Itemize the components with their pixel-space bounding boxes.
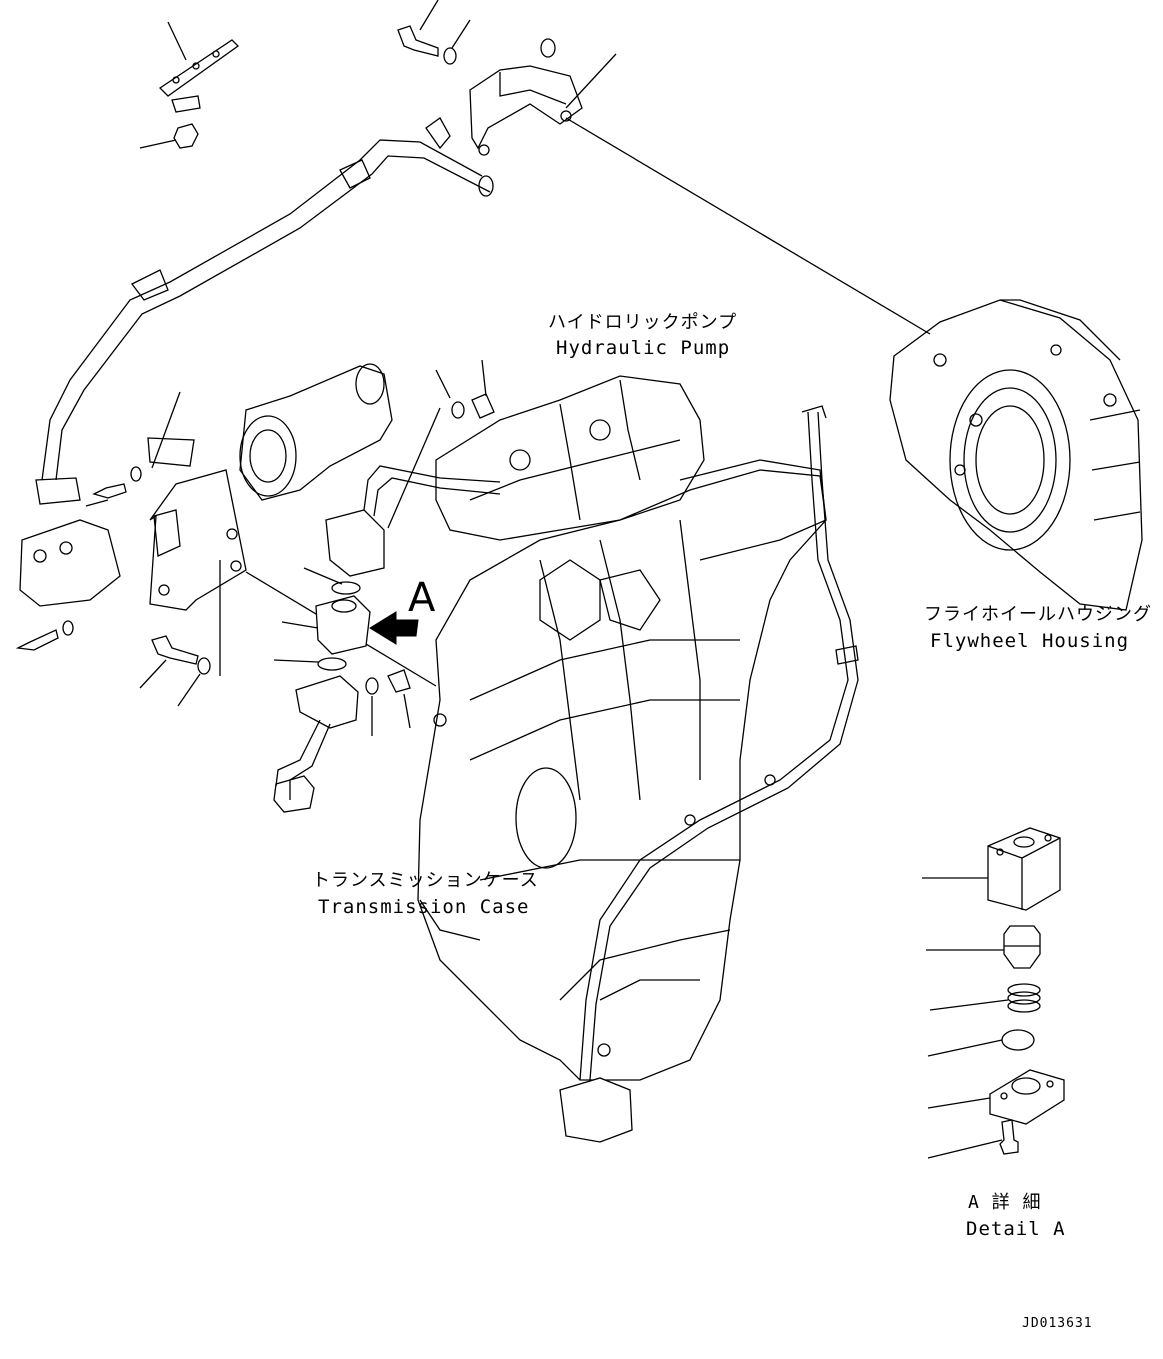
detail-a-spring [929,983,1041,1013]
detail-a-bolt [927,1119,1019,1159]
detail-a-label-ja: A 詳 細 [968,1192,1042,1213]
tee-fitting-bracket [139,21,240,149]
hydraulic-pump-body [435,375,705,541]
bolts-and-washers-left [15,466,211,707]
hydraulic-pump-label-en: Hydraulic Pump [556,337,731,359]
drawing-number: JD013631 [1022,1316,1093,1331]
starter-motor [239,363,393,501]
hydraulic-block-center [273,567,411,736]
view-a-arrow [369,611,419,645]
transmission-case [417,459,827,1081]
hydraulic-pump-label-ja: ハイドロリックポンプ [548,312,738,333]
transmission-case-label-en: Transmission Case [318,896,530,918]
transmission-case-label-ja: トランスミッションケース [312,870,539,891]
flywheel-housing [889,299,1143,611]
detail-a-flange [927,1069,1065,1125]
detail-a-plug [926,925,1041,969]
top-bracket-bolts [397,0,931,335]
view-a-letter: A [408,575,436,621]
drain-hose-right [559,405,859,1143]
detail-a-block [922,827,1061,911]
lower-pipe-elbow [273,675,359,813]
pipe-block-fitting [325,359,501,577]
detail-a-label-en: Detail A [966,1218,1066,1240]
gear-pump [19,499,121,607]
flywheel-housing-label-ja: フライホイールハウジング [924,604,1152,625]
long-hydraulic-pipe [35,117,494,505]
flywheel-housing-label-en: Flywheel Housing [930,630,1130,652]
detail-a-o-ring [927,1029,1035,1057]
